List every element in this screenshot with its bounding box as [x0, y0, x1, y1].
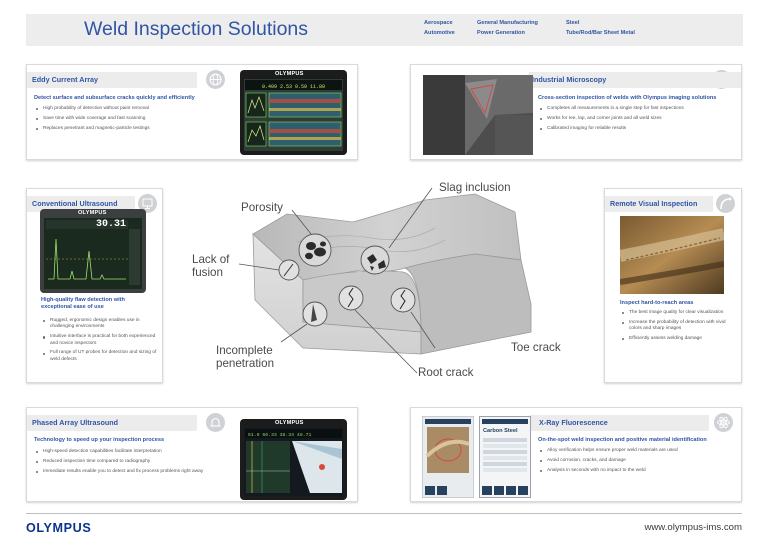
card-bullet-list: The best image quality for clear visuali…: [620, 310, 738, 346]
list-item: Alloy verification helps ensure proper w…: [538, 448, 738, 454]
porosity-label: Porosity: [241, 201, 283, 214]
olympus-logo: OLYMPUS: [26, 521, 92, 535]
card-subtitle: On-the-spot weld inspection and positive…: [538, 437, 707, 443]
list-item: High probability of detection without pa…: [34, 106, 234, 112]
industry-tube-rod-bar: Tube/Rod/Bar Sheet Metal: [566, 30, 635, 36]
list-item: Replaces penetrant and magnetic-particle…: [34, 126, 234, 132]
card-title: Industrial Microscopy: [532, 75, 607, 84]
device-brand: OLYMPUS: [78, 210, 107, 216]
card-title: X-Ray Fluorescence: [539, 418, 608, 427]
incomplete-penetration-label: Incomplete penetration: [216, 344, 275, 370]
list-item: Full range of UT probes for detection an…: [41, 350, 158, 363]
card-conventional-ultrasound: Conventional Ultrasound OLYMPUS 30.31 Hi…: [26, 188, 163, 383]
microscopy-weld-image: [423, 75, 533, 155]
ultrasound-reading: 30.31: [96, 219, 127, 230]
device-brand: OLYMPUS: [275, 71, 304, 77]
list-item: Avoid corrosion, cracks, and damage: [538, 458, 738, 464]
slag-leader-line: [388, 187, 433, 249]
device-brand: OLYMPUS: [275, 420, 304, 426]
atom-icon: [714, 413, 733, 432]
globe-icon: [206, 70, 225, 89]
card-header: Conventional Ultrasound: [27, 196, 135, 212]
industry-general-manufacturing: General Manufacturing: [477, 20, 538, 26]
card-header: Eddy Current Array: [27, 72, 197, 88]
toe-crack-callout: [390, 287, 416, 313]
list-item: Rugged, ergonomic design enables use in …: [41, 318, 158, 331]
card-phased-array: Phased Array Ultrasound Technology to sp…: [26, 407, 358, 502]
card-bullet-list: High probability of detection without pa…: [34, 106, 234, 135]
root-crack-label: Root crack: [418, 366, 474, 379]
bell-icon: [206, 413, 225, 432]
ultrasound-screen: [44, 218, 142, 289]
card-subtitle: Detect surface and subsurface cracks qui…: [34, 95, 195, 101]
list-item: Immediate results enable you to detect a…: [34, 469, 234, 475]
card-title: Conventional Ultrasound: [32, 199, 118, 208]
toe-crack-leader-line: [410, 311, 436, 349]
card-remote-visual-inspection: Remote Visual Inspection Inspect hard-to…: [604, 188, 742, 383]
card-industrial-microscopy: Industrial Microscopy Cross-section insp…: [410, 64, 742, 160]
card-bullet-list: Rugged, ergonomic design enables use in …: [41, 318, 158, 367]
card-title: Remote Visual Inspection: [610, 199, 698, 208]
list-item: Efficiently assess welding damage: [620, 336, 738, 342]
page-title: Weld Inspection Solutions: [84, 18, 309, 40]
lack-of-fusion-leader-line: [238, 263, 280, 271]
lack-of-fusion-label: Lack of fusion: [192, 253, 230, 279]
xrf-camera-screen: [422, 416, 474, 498]
card-header: Industrial Microscopy: [529, 72, 741, 88]
list-item: High-speed detection capabilities facili…: [34, 449, 234, 455]
list-item: Analysis in seconds with no impact to th…: [538, 468, 738, 474]
eddy-current-device: OLYMPUS 0.409 2.53 0.50 11.80: [240, 70, 347, 155]
card-bullet-list: Alloy verification helps ensure proper w…: [538, 448, 738, 477]
xrf-results-table: [482, 438, 528, 495]
card-header: X-Ray Fluorescence: [529, 415, 709, 431]
card-title: Eddy Current Array: [32, 75, 99, 84]
card-bullet-list: Completes all measurements in a single s…: [538, 106, 738, 135]
list-item: Save time with wide coverage and fast sc…: [34, 116, 234, 122]
svg-text:51.9 66.33 38.34 48.71: 51.9 66.33 38.34 48.71: [248, 432, 311, 438]
incomplete-penetration-leader-line: [280, 323, 308, 343]
industry-power-generation: Power Generation: [477, 30, 525, 36]
list-item: The best image quality for clear visuali…: [620, 310, 738, 316]
card-xray-fluorescence: X-Ray Fluorescence Carbon Steel On-the-s…: [410, 407, 742, 502]
probe-icon: [716, 194, 735, 213]
ultrasound-flaw-detector: OLYMPUS 30.31: [40, 209, 146, 293]
list-item: Increase the probability of detection wi…: [620, 320, 738, 333]
card-subtitle: Technology to speed up your inspection p…: [34, 437, 165, 443]
list-item: Reduced inspection time compared to radi…: [34, 459, 234, 465]
toe-crack-label: Toe crack: [511, 341, 561, 354]
header-bar: Weld Inspection Solutions Aerospace Gene…: [26, 14, 743, 46]
remote-visual-weld-image: [620, 216, 724, 294]
root-crack-leader-line: [354, 309, 418, 374]
weld-defect-diagram: [238, 187, 532, 374]
card-header: Remote Visual Inspection: [605, 196, 713, 212]
phased-array-device: OLYMPUS 51.9 66.33 38.34 48.71: [240, 419, 347, 500]
svg-text:0.409 2.53 0.50 11.80: 0.409 2.53 0.50 11.80: [262, 84, 325, 90]
card-subtitle: High-quality flaw detection with excepti…: [41, 297, 125, 311]
website-link[interactable]: www.olympus-ims.com: [644, 522, 742, 533]
eddy-current-screen: 0.409 2.53 0.50 11.80: [244, 79, 343, 151]
monitor-icon: [138, 194, 157, 213]
industry-automotive: Automotive: [424, 30, 455, 36]
root-crack-callout: [338, 285, 364, 311]
card-bullet-list: High-speed detection capabilities facili…: [34, 449, 234, 478]
industry-steel: Steel: [566, 20, 580, 26]
card-title: Phased Array Ultrasound: [32, 418, 119, 427]
porosity-leader-line: [291, 209, 312, 235]
list-item: Calibrated imaging for reliable results: [538, 126, 738, 132]
industry-aerospace: Aerospace: [424, 20, 453, 26]
xrf-alloy-heading: Carbon Steel: [483, 428, 518, 434]
footer-divider: [26, 513, 742, 514]
card-subtitle: Cross-section inspection of welds with O…: [538, 95, 717, 101]
phased-array-screen: 51.9 66.33 38.34 48.71: [244, 428, 343, 496]
list-item: Completes all measurements in a single s…: [538, 106, 738, 112]
xrf-status-bar: [482, 419, 528, 424]
card-eddy-current: Eddy Current Array Detect surface and su…: [26, 64, 358, 160]
list-item: Intuitive interface is practical for bot…: [41, 334, 158, 347]
slag-inclusion-label: Slag inclusion: [439, 181, 511, 194]
list-item: Works for tee, lap, and corner joints an…: [538, 116, 738, 122]
card-header: Phased Array Ultrasound: [27, 415, 197, 431]
xrf-results-screen: Carbon Steel: [479, 416, 531, 498]
card-subtitle: Inspect hard-to-reach areas: [620, 300, 694, 306]
